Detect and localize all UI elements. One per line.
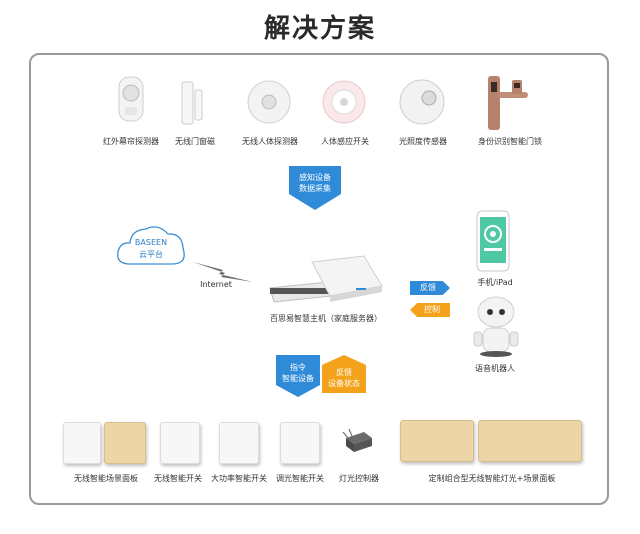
dimmer-switch-panel [280, 422, 320, 464]
command-arrow-line2: 智能设备 [282, 374, 314, 383]
device-label: 红外幕帘探测器 [103, 137, 159, 146]
light-controller-icon [342, 426, 376, 460]
motion-detector-icon [245, 78, 293, 132]
device-label: 身份识别智能门锁 [478, 137, 542, 146]
sense-data-arrow: 感知设备 数据采集 [289, 166, 341, 210]
device-label: 大功率智能开关 [211, 474, 267, 483]
command-arrow-line1: 指令 [290, 363, 306, 372]
smart-lock-icon [482, 74, 534, 136]
robot-label: 语音机器人 [475, 364, 515, 373]
phone-label: 手机/iPad [477, 278, 513, 287]
custom-panel-left [400, 420, 474, 462]
device-label: 灯光控制器 [339, 474, 379, 483]
scene-panel-gold [104, 422, 146, 464]
custom-panel-right [478, 420, 582, 462]
voice-robot-icon [470, 294, 522, 362]
device-label: 定制组合型无线智能灯光+场景面板 [428, 474, 556, 483]
page-title: 解决方案 [263, 14, 376, 44]
cloud-platform-label: 云平台 [139, 250, 163, 259]
status-box-line1: 反馈 [336, 368, 352, 377]
wireless-switch-panel [160, 422, 200, 464]
device-label: 无线智能开关 [154, 474, 202, 483]
door-sensor-icon [178, 80, 208, 134]
cloud-platform-icon: BASEEN 云平台 [114, 220, 188, 274]
body-sensor-switch-icon [320, 78, 368, 132]
command-arrow: 指令 智能设备 [276, 355, 320, 397]
device-label: 无线人体探测器 [242, 137, 298, 146]
status-box-line2: 设备状态 [328, 379, 360, 388]
smart-host-device [268, 252, 384, 308]
device-label: 无线智能场景面板 [74, 474, 138, 483]
sense-arrow-line2: 数据采集 [299, 184, 331, 193]
lightning-icon [193, 258, 255, 288]
control-tag: 控制 [410, 303, 450, 317]
internet-label: Internet [200, 280, 232, 289]
cloud-brand: BASEEN [134, 238, 168, 247]
scene-panel-white [63, 422, 101, 464]
light-sensor-icon [398, 76, 446, 134]
curtain-detector-icon [113, 75, 149, 135]
device-label: 人体感应开关 [321, 137, 369, 146]
high-power-switch-panel [219, 422, 259, 464]
phone-icon [476, 210, 510, 276]
host-label: 百思易智慧主机（家庭服务器） [270, 314, 382, 323]
feedback-tag: 反馈 [410, 281, 450, 295]
sense-arrow-line1: 感知设备 [299, 173, 331, 182]
device-label: 调光智能开关 [276, 474, 324, 483]
device-label: 光照度传感器 [399, 137, 447, 146]
device-status-box: 反馈 设备状态 [322, 355, 366, 393]
device-label: 无线门窗磁 [175, 137, 215, 146]
